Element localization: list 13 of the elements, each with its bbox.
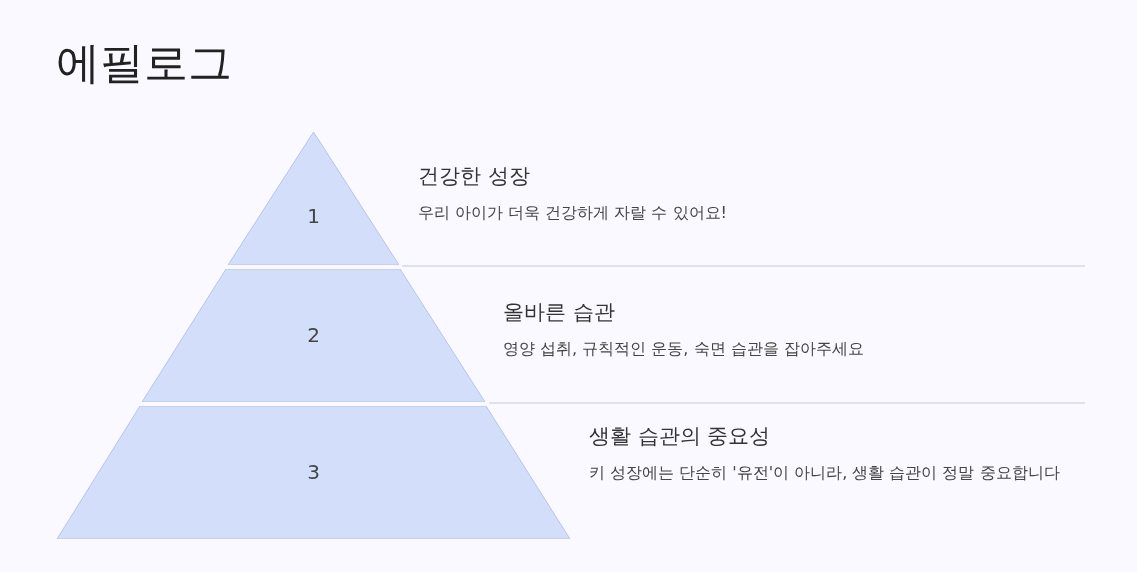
pyramid-tier xyxy=(228,132,399,265)
tier-heading: 생활 습관의 중요성 xyxy=(589,423,771,450)
tier-description: 영양 섭취, 규칙적인 운동, 숙면 습관을 잡아주세요 xyxy=(503,338,865,360)
pyramid-tier xyxy=(142,269,485,402)
tier-description: 키 성장에는 단순히 '유전'이 아니라, 생활 습관이 정말 중요합니다 xyxy=(589,462,1061,484)
tier-number: 3 xyxy=(307,460,320,484)
tier-number: 2 xyxy=(307,323,320,347)
tier-description: 우리 아이가 더욱 건강하게 자랄 수 있어요! xyxy=(418,202,728,224)
tier-number: 1 xyxy=(307,204,320,228)
slide-title: 에필로그 xyxy=(56,36,232,90)
tier-heading: 올바른 습관 xyxy=(503,299,615,326)
pyramid-tier xyxy=(57,406,570,539)
tier-heading: 건강한 성장 xyxy=(418,163,530,190)
